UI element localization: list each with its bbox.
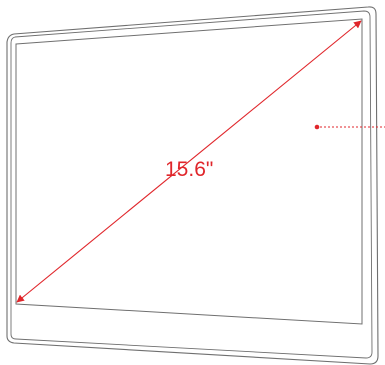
screen-size-label: 15.6" bbox=[165, 158, 213, 181]
diagonal-arrow bbox=[16, 20, 362, 303]
monitor-inner-bezel bbox=[10, 10, 373, 359]
callout-dot-icon bbox=[314, 124, 320, 130]
